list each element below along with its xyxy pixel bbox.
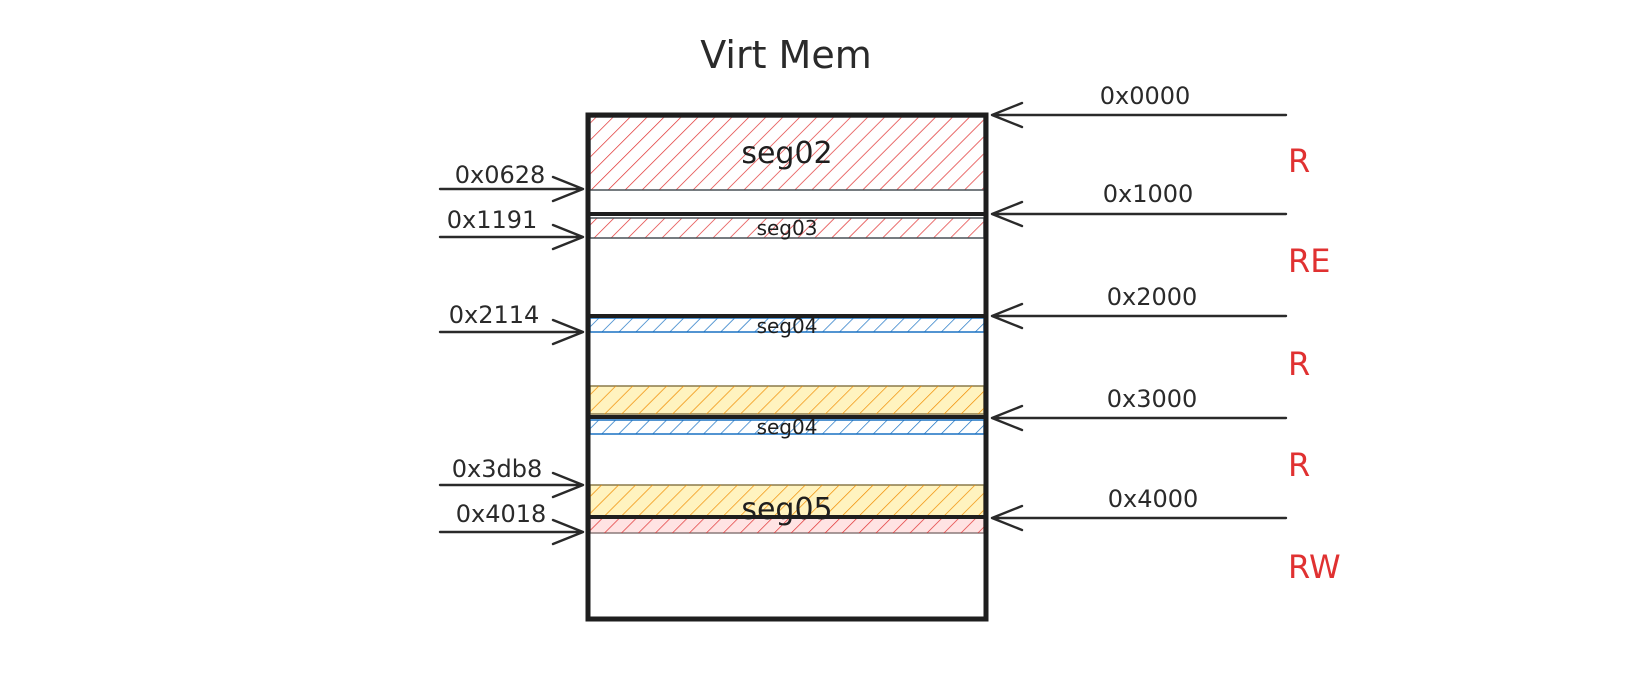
memory-frame — [585, 112, 989, 622]
page-address: 0x0000 — [1100, 82, 1191, 110]
page-arrow-0x4000: 0x4000 — [990, 485, 1288, 532]
diagram-title: Virt Mem — [700, 33, 872, 77]
segment-label: seg02 — [741, 136, 832, 171]
segment-arrow-0x3db8: 0x3db8 — [438, 455, 585, 499]
page-address: 0x4000 — [1108, 485, 1199, 513]
segment-address: 0x3db8 — [452, 455, 542, 483]
permission-label: RE — [1288, 242, 1330, 280]
segment-arrow-0x0628: 0x0628 — [438, 161, 585, 203]
segment-label: seg03 — [757, 216, 818, 240]
permission-label: R — [1288, 345, 1310, 383]
segment-address: 0x2114 — [449, 301, 540, 329]
segment-address: 0x1191 — [447, 206, 538, 234]
segment-arrow-0x1191: 0x1191 — [438, 206, 585, 251]
page-arrow-0x3000: 0x3000 — [990, 385, 1288, 432]
page-address: 0x3000 — [1107, 385, 1198, 413]
segment-seg02: seg02 — [589, 116, 985, 191]
segment-arrow-0x4018: 0x4018 — [438, 500, 585, 546]
segment-arrow-0x2114: 0x2114 — [438, 301, 585, 346]
segment-seg05: seg05 — [589, 484, 985, 534]
permission-label: R — [1288, 446, 1310, 484]
page-arrow-0x1000: 0x1000 — [990, 180, 1288, 228]
segment-orange-upper — [589, 385, 985, 415]
page-address: 0x1000 — [1103, 180, 1194, 208]
permission-label: R — [1288, 142, 1310, 180]
page-arrow-0x0000: 0x0000 — [990, 82, 1288, 129]
page-arrow-0x2000: 0x2000 — [990, 283, 1288, 330]
segment-label: seg05 — [741, 492, 832, 527]
segment-address: 0x4018 — [456, 500, 547, 528]
segment-seg03: seg03 — [589, 216, 985, 240]
permission-label: RW — [1288, 548, 1341, 586]
segment-address: 0x0628 — [455, 161, 546, 189]
page-address: 0x2000 — [1107, 283, 1198, 311]
